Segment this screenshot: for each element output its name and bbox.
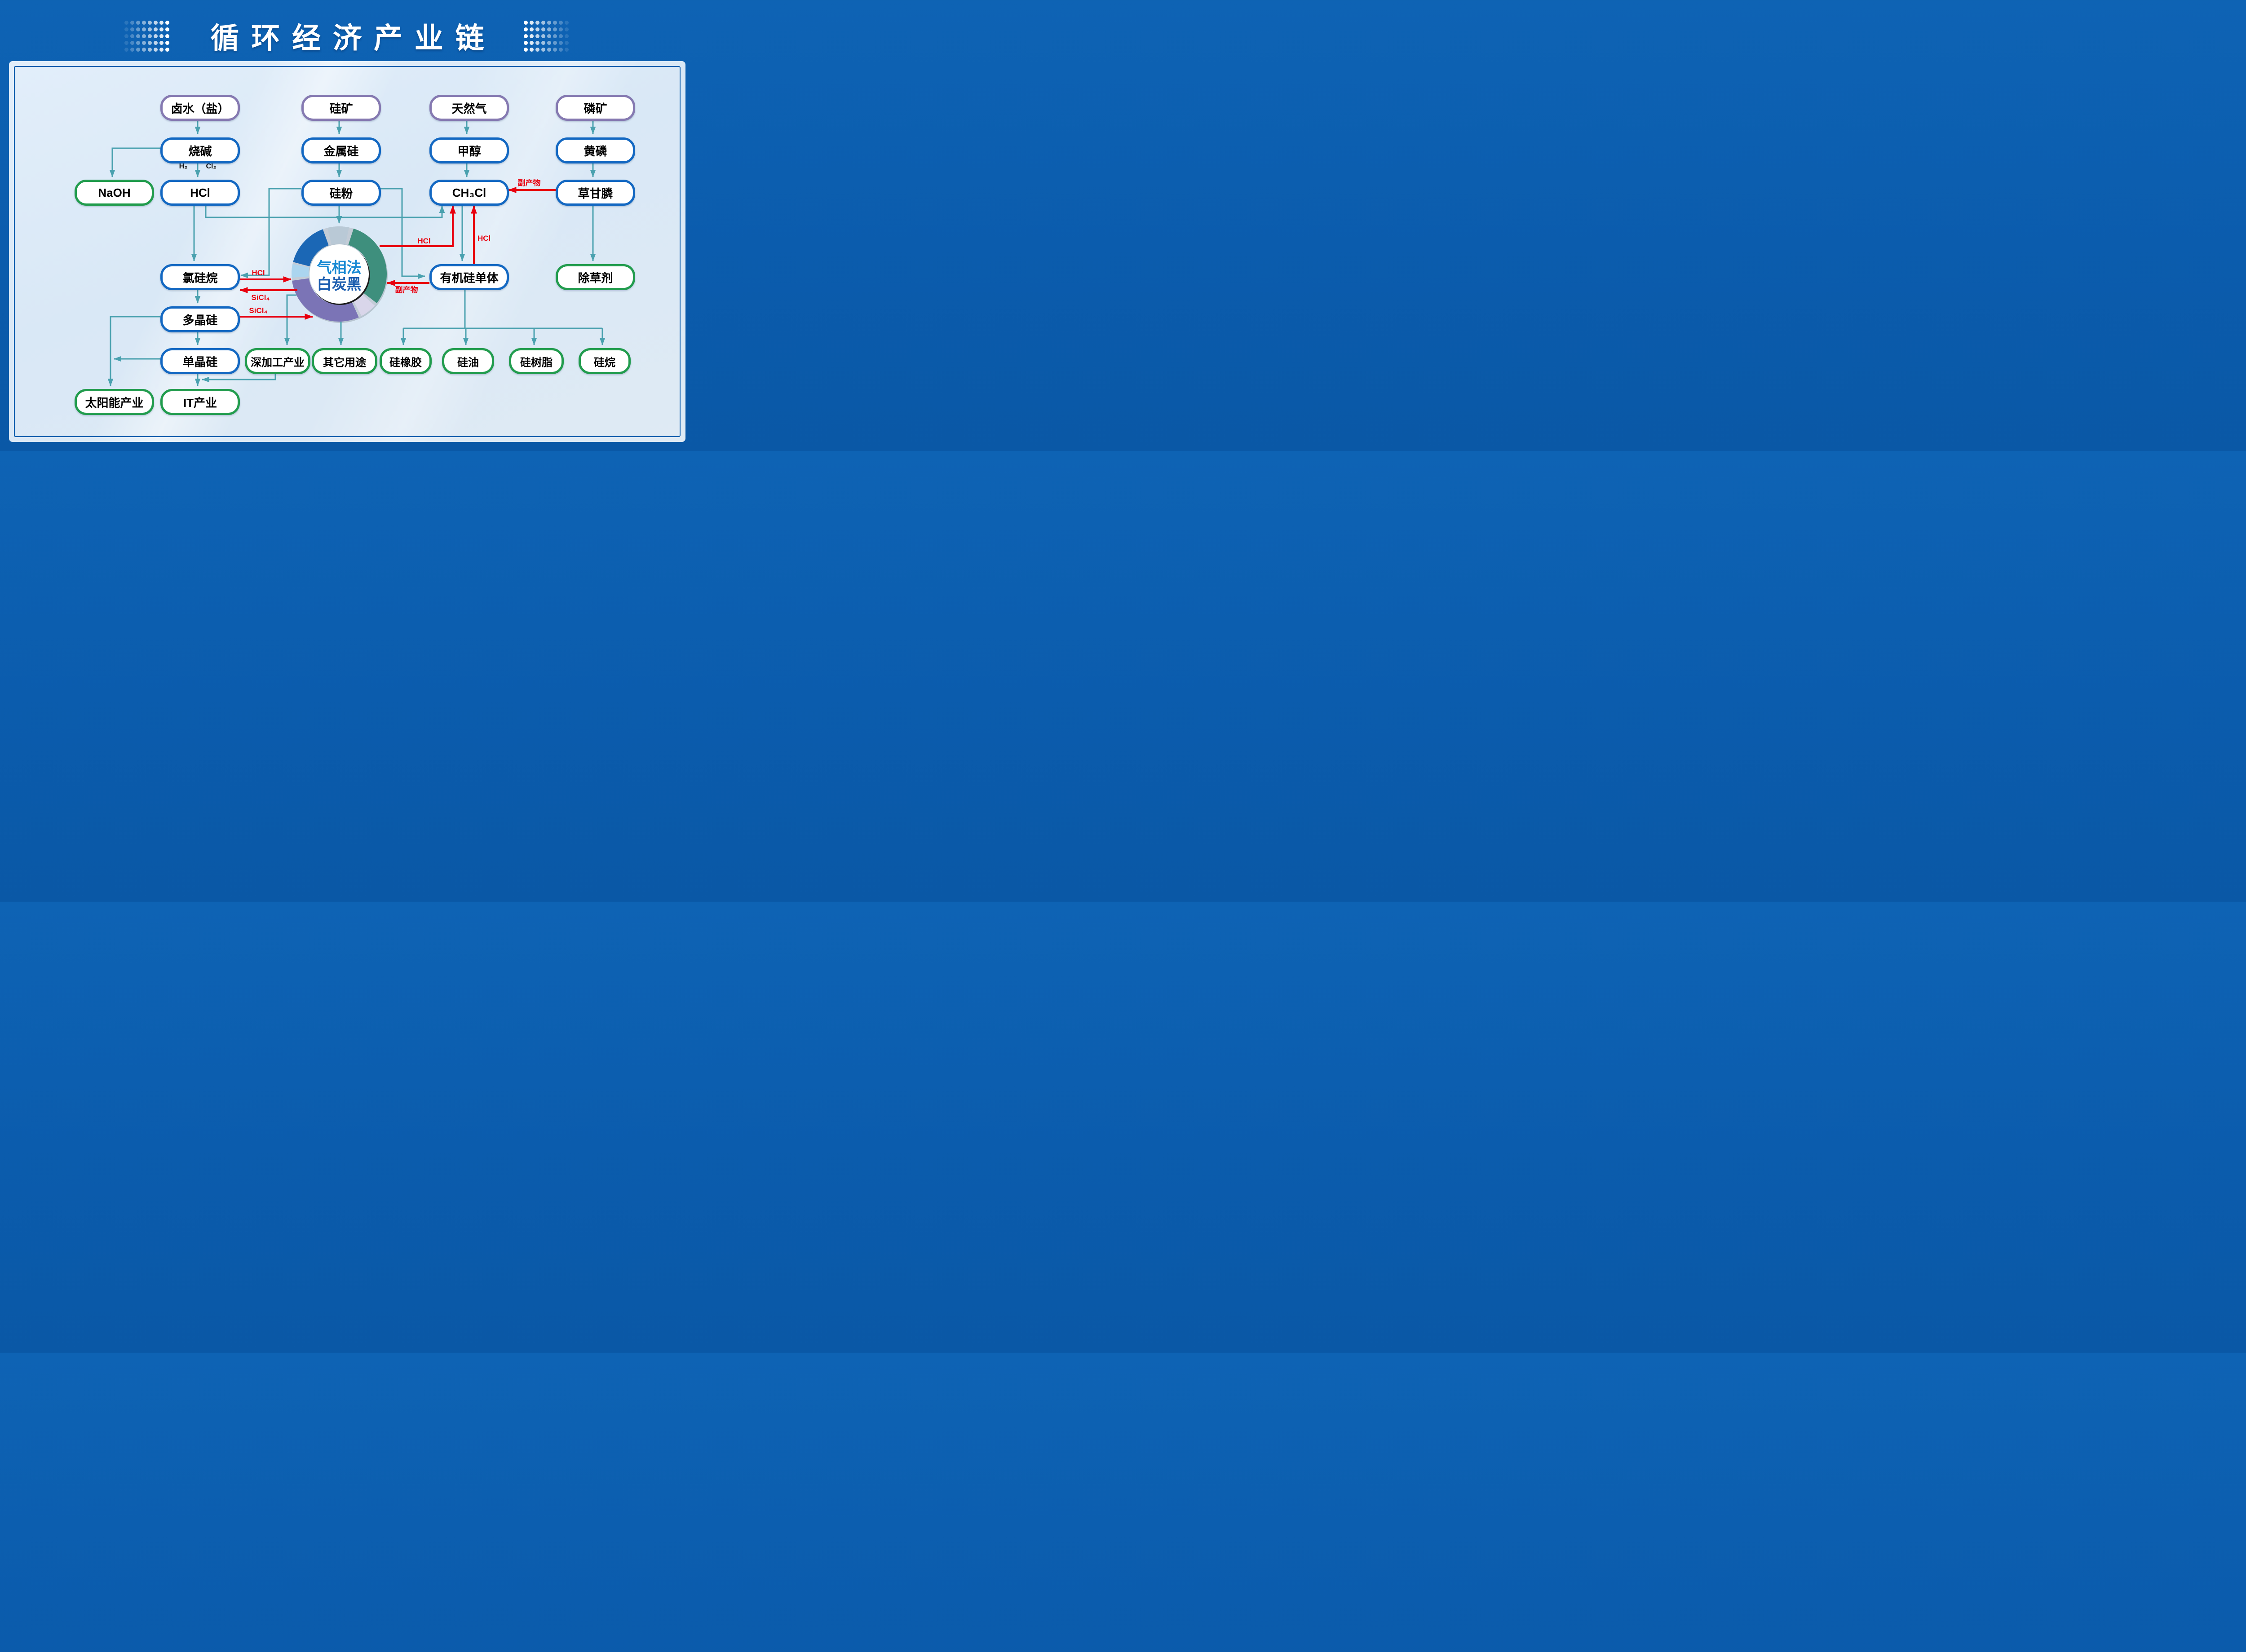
edge-hcl-ch3cl: [205, 202, 445, 218]
title-bar: 循环经济产业链: [0, 0, 694, 65]
node-ch3cl: CH₃Cl: [429, 180, 509, 206]
node-solar-industry-label: 太阳能产业: [85, 396, 144, 410]
node-ch3cl-label: CH₃Cl: [452, 186, 486, 199]
node-organosilicon-label: 有机硅单体: [440, 271, 499, 285]
node-deep-processing-label: 深加工产业: [251, 356, 305, 369]
node-silicone-rubber-label: 硅橡胶: [389, 356, 422, 369]
edge-donut-deepprocessing: [284, 294, 296, 345]
donut-segment-blue: [292, 226, 387, 322]
label-sicl4-polysilicon: SiCl₄: [249, 306, 267, 315]
node-polysilicon-label: 多晶硅: [182, 313, 218, 327]
edge-polysilicon-solar: [107, 316, 160, 386]
node-it-industry: IT产业: [160, 389, 240, 415]
node-naoh-label: NaOH: [98, 186, 131, 199]
node-metal-silicon: 金属硅: [301, 137, 381, 163]
edge-siliconpowder-organosilicon: [376, 188, 425, 279]
node-silica-ore: 硅矿: [301, 95, 381, 121]
fumed-silica-center: 气相法 白炭黑: [309, 244, 370, 305]
byproduct-wires: [235, 187, 556, 320]
node-phosphate-ore: 磷矿: [556, 95, 635, 121]
node-metal-silicon-label: 金属硅: [323, 144, 359, 158]
fumed-silica-donut: [292, 226, 388, 323]
dot-pattern-left-icon: [124, 21, 171, 54]
node-caustic-soda-label: 烧碱: [188, 144, 212, 158]
donut-segment-lightblue: [292, 226, 387, 322]
donut-label-line1: 气相法: [317, 259, 362, 276]
node-glyphosate: 草甘膦: [556, 180, 635, 206]
node-glyphosate-label: 草甘膦: [578, 186, 613, 200]
edge-donut-ch3cl-hcl: [380, 205, 456, 247]
label-byproduct-organosilicon: 副产物: [395, 285, 418, 294]
flow-diagram-canvas: H₂ Cl₂ HCl HCl HCl SiCl₄ SiCl₄ 副产物 副产物 气…: [107, 116, 606, 386]
donut-label-line2: 白炭黑: [317, 276, 362, 292]
donut-segment-lavender: [292, 226, 387, 322]
node-caustic-soda: 烧碱: [160, 137, 240, 163]
donut-segment-gray: [292, 226, 387, 322]
node-herbicide-label: 除草剂: [578, 271, 613, 285]
node-silicone-resin: 硅树脂: [509, 348, 564, 374]
node-mono-silicon-label: 单晶硅: [182, 355, 218, 369]
node-herbicide: 除草剂: [556, 264, 635, 290]
node-hcl: HCl: [160, 180, 240, 206]
node-silane: 硅烷: [579, 348, 631, 374]
label-hcl-pair: HCl: [252, 269, 265, 277]
node-it-industry-label: IT产业: [183, 396, 217, 410]
node-other-uses-label: 其它用途: [323, 356, 366, 369]
node-silicon-powder-label: 硅粉: [329, 186, 353, 200]
node-silicone-resin-label: 硅树脂: [520, 356, 553, 369]
node-methanol-label: 甲醇: [457, 144, 481, 158]
node-deep-processing: 深加工产业: [245, 348, 310, 374]
node-chlorosilane: 氯硅烷: [160, 264, 240, 290]
node-chlorosilane-label: 氯硅烷: [182, 271, 218, 285]
label-cl2: Cl₂: [206, 163, 216, 170]
label-hcl-from-organosilicon: HCl: [477, 234, 491, 243]
label-h2: H₂: [179, 163, 188, 170]
edge-siliconpowder-chlorosilane: [240, 188, 301, 278]
node-brine: 卤水（盐）: [160, 95, 240, 121]
node-brine-label: 卤水（盐）: [171, 102, 230, 115]
node-natural-gas: 天然气: [429, 95, 509, 121]
donut-center-circle: [309, 244, 369, 304]
node-polysilicon: 多晶硅: [160, 306, 240, 332]
dot-pattern-right-icon: [524, 21, 570, 54]
node-methanol: 甲醇: [429, 137, 509, 163]
node-other-uses: 其它用途: [312, 348, 377, 374]
node-yellow-phosphorus: 黄磷: [556, 137, 635, 163]
node-naoh: NaOH: [75, 180, 154, 206]
node-silicone-oil: 硅油: [442, 348, 494, 374]
node-mono-silicon: 单晶硅: [160, 348, 240, 374]
page-title: 循环经济产业链: [210, 22, 496, 54]
node-organosilicon: 有机硅单体: [429, 264, 509, 290]
node-silane-label: 硅烷: [594, 356, 615, 369]
label-byproduct-glyphosate: 副产物: [518, 178, 541, 187]
donut-segment-purple: [292, 226, 387, 322]
flow-wires: [107, 116, 606, 386]
label-sicl4-pair: SiCl₄: [251, 293, 270, 302]
edge-causticsoda-naoh: [109, 147, 160, 177]
node-silicone-rubber: 硅橡胶: [380, 348, 432, 374]
node-solar-industry: 太阳能产业: [75, 389, 154, 415]
node-natural-gas-label: 天然气: [451, 102, 487, 115]
node-phosphate-ore-label: 磷矿: [584, 102, 607, 115]
node-hcl-label: HCl: [190, 186, 210, 199]
donut-segment-teal: [292, 226, 387, 322]
node-silica-ore-label: 硅矿: [329, 102, 353, 115]
node-yellow-phosphorus-label: 黄磷: [584, 144, 607, 158]
label-hcl-from-donut: HCl: [417, 237, 430, 245]
node-silicon-powder: 硅粉: [301, 180, 381, 206]
node-silicone-oil-label: 硅油: [457, 356, 479, 369]
